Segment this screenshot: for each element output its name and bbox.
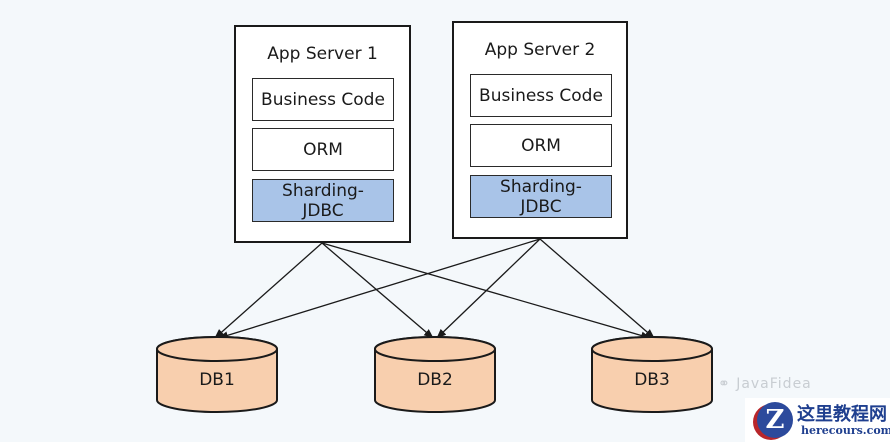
sharding-jdbc-layer: Sharding- JDBC (470, 175, 612, 218)
db3-label: DB3 (634, 370, 670, 390)
site-badge: Z 这里教程网 herecours.com (745, 398, 890, 442)
cylinder-top (591, 336, 713, 362)
layer-label: Business Code (479, 85, 603, 106)
orm-layer: ORM (252, 128, 394, 171)
db1-label: DB1 (199, 370, 235, 390)
sharding-jdbc-layer: Sharding- JDBC (252, 179, 394, 222)
db2-cylinder (374, 336, 496, 413)
edge-app1-to-db1 (214, 242, 323, 339)
edge-app1-to-db2 (321, 242, 434, 339)
wechat-icon: ⚭ (718, 376, 731, 392)
layer-label-line-1: Sharding- (282, 180, 364, 201)
site-logo-icon: Z (757, 402, 793, 438)
layer-label: ORM (521, 135, 561, 156)
db2-label: DB2 (417, 370, 453, 390)
server-title: App Server 1 (267, 44, 378, 64)
edge-app2-to-db1 (218, 238, 541, 340)
layer-label-line-2: JDBC (520, 196, 562, 217)
layer-label: Business Code (261, 89, 385, 110)
orm-layer: ORM (470, 124, 612, 167)
app-server-1: App Server 1 Business Code ORM Sharding-… (234, 25, 411, 243)
cylinder-top (374, 336, 496, 362)
wechat-watermark-text: JavaFidea (736, 376, 812, 392)
site-name: 这里教程网 (797, 404, 887, 425)
layer-label: ORM (303, 139, 343, 160)
edge-app2-to-db3 (539, 238, 655, 339)
layer-label-line-1: Sharding- (500, 176, 582, 197)
db3-cylinder (591, 336, 713, 413)
business-code-layer: Business Code (252, 78, 394, 121)
wechat-watermark: ⚭ JavaFidea (718, 376, 812, 392)
site-url: herecours.com (801, 424, 890, 437)
server-title: App Server 2 (484, 40, 596, 60)
edge-app2-to-db2 (436, 238, 541, 339)
business-code-layer: Business Code (470, 74, 612, 117)
app-server-2: App Server 2 Business Code ORM Sharding-… (452, 21, 628, 239)
cylinder-top (156, 336, 278, 362)
db1-cylinder (156, 336, 278, 413)
layer-label-line-2: JDBC (302, 200, 344, 221)
